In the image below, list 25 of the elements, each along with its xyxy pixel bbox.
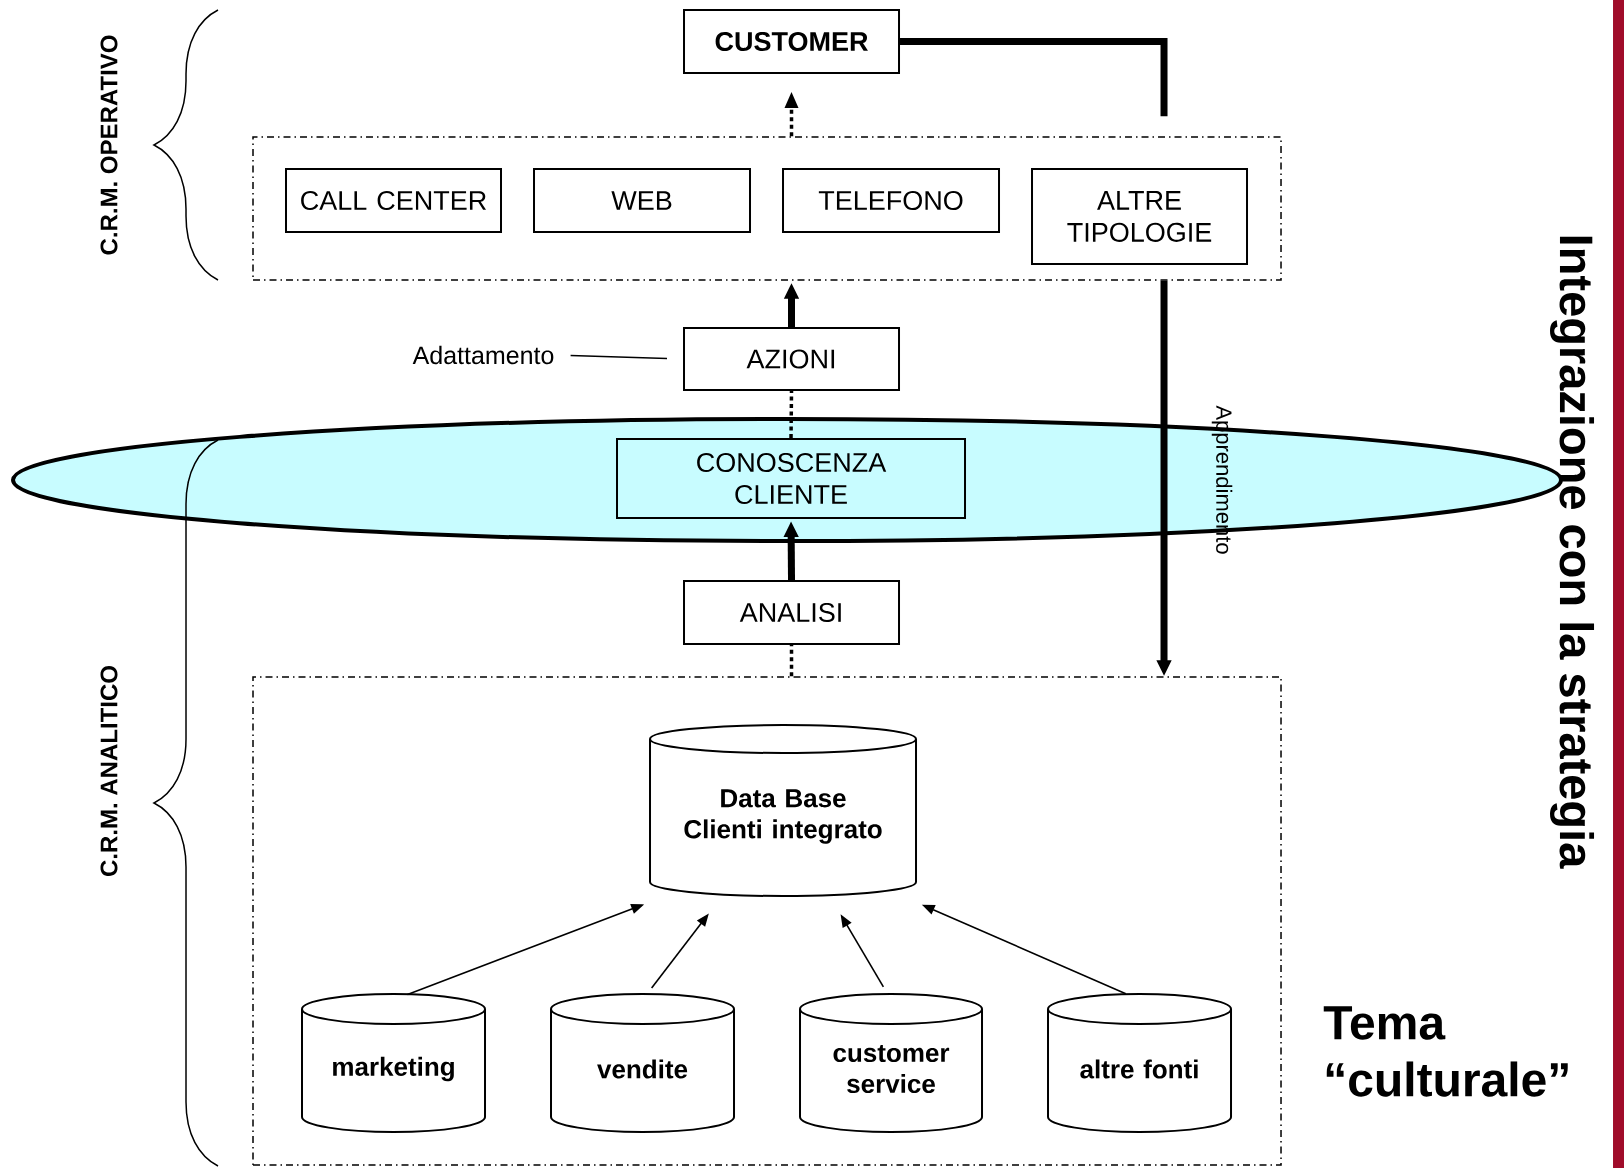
arrow <box>784 92 799 137</box>
database-cylinder: vendite <box>550 993 735 1133</box>
database-cylinder: marketing <box>301 993 486 1133</box>
side-title: Integrazione con la strategia <box>1550 236 1595 869</box>
database-cylinder: Data Base Clienti integrato <box>649 724 917 897</box>
process-box: WEB <box>533 168 751 233</box>
database-cylinder: altre fonti <box>1047 993 1232 1133</box>
leader-line <box>569 354 668 360</box>
connector-line <box>789 645 794 677</box>
process-box: TELEFONO <box>782 168 1000 233</box>
process-box: CALL CENTER <box>285 168 502 233</box>
process-box: AZIONI <box>683 327 900 391</box>
edge-label: Apprendimento <box>1211 405 1233 554</box>
annotation-text: Adattamento <box>412 345 554 365</box>
process-box: ANALISI <box>683 580 900 645</box>
process-box: CONOSCENZA CLIENTE <box>616 438 966 519</box>
section-label: C.R.M. OPERATIVO <box>100 35 118 255</box>
side-title: Tema “culturale” <box>1323 1006 1568 1097</box>
process-box: CUSTOMER <box>683 9 900 74</box>
process-box: ALTRE TIPOLOGIE <box>1031 168 1248 265</box>
dashed-group-box <box>252 676 1282 1166</box>
section-label: C.R.M. ANALITICO <box>100 666 118 876</box>
connector-line <box>789 391 794 439</box>
database-cylinder: customer service <box>799 993 983 1133</box>
dashed-group-box <box>252 136 1282 281</box>
